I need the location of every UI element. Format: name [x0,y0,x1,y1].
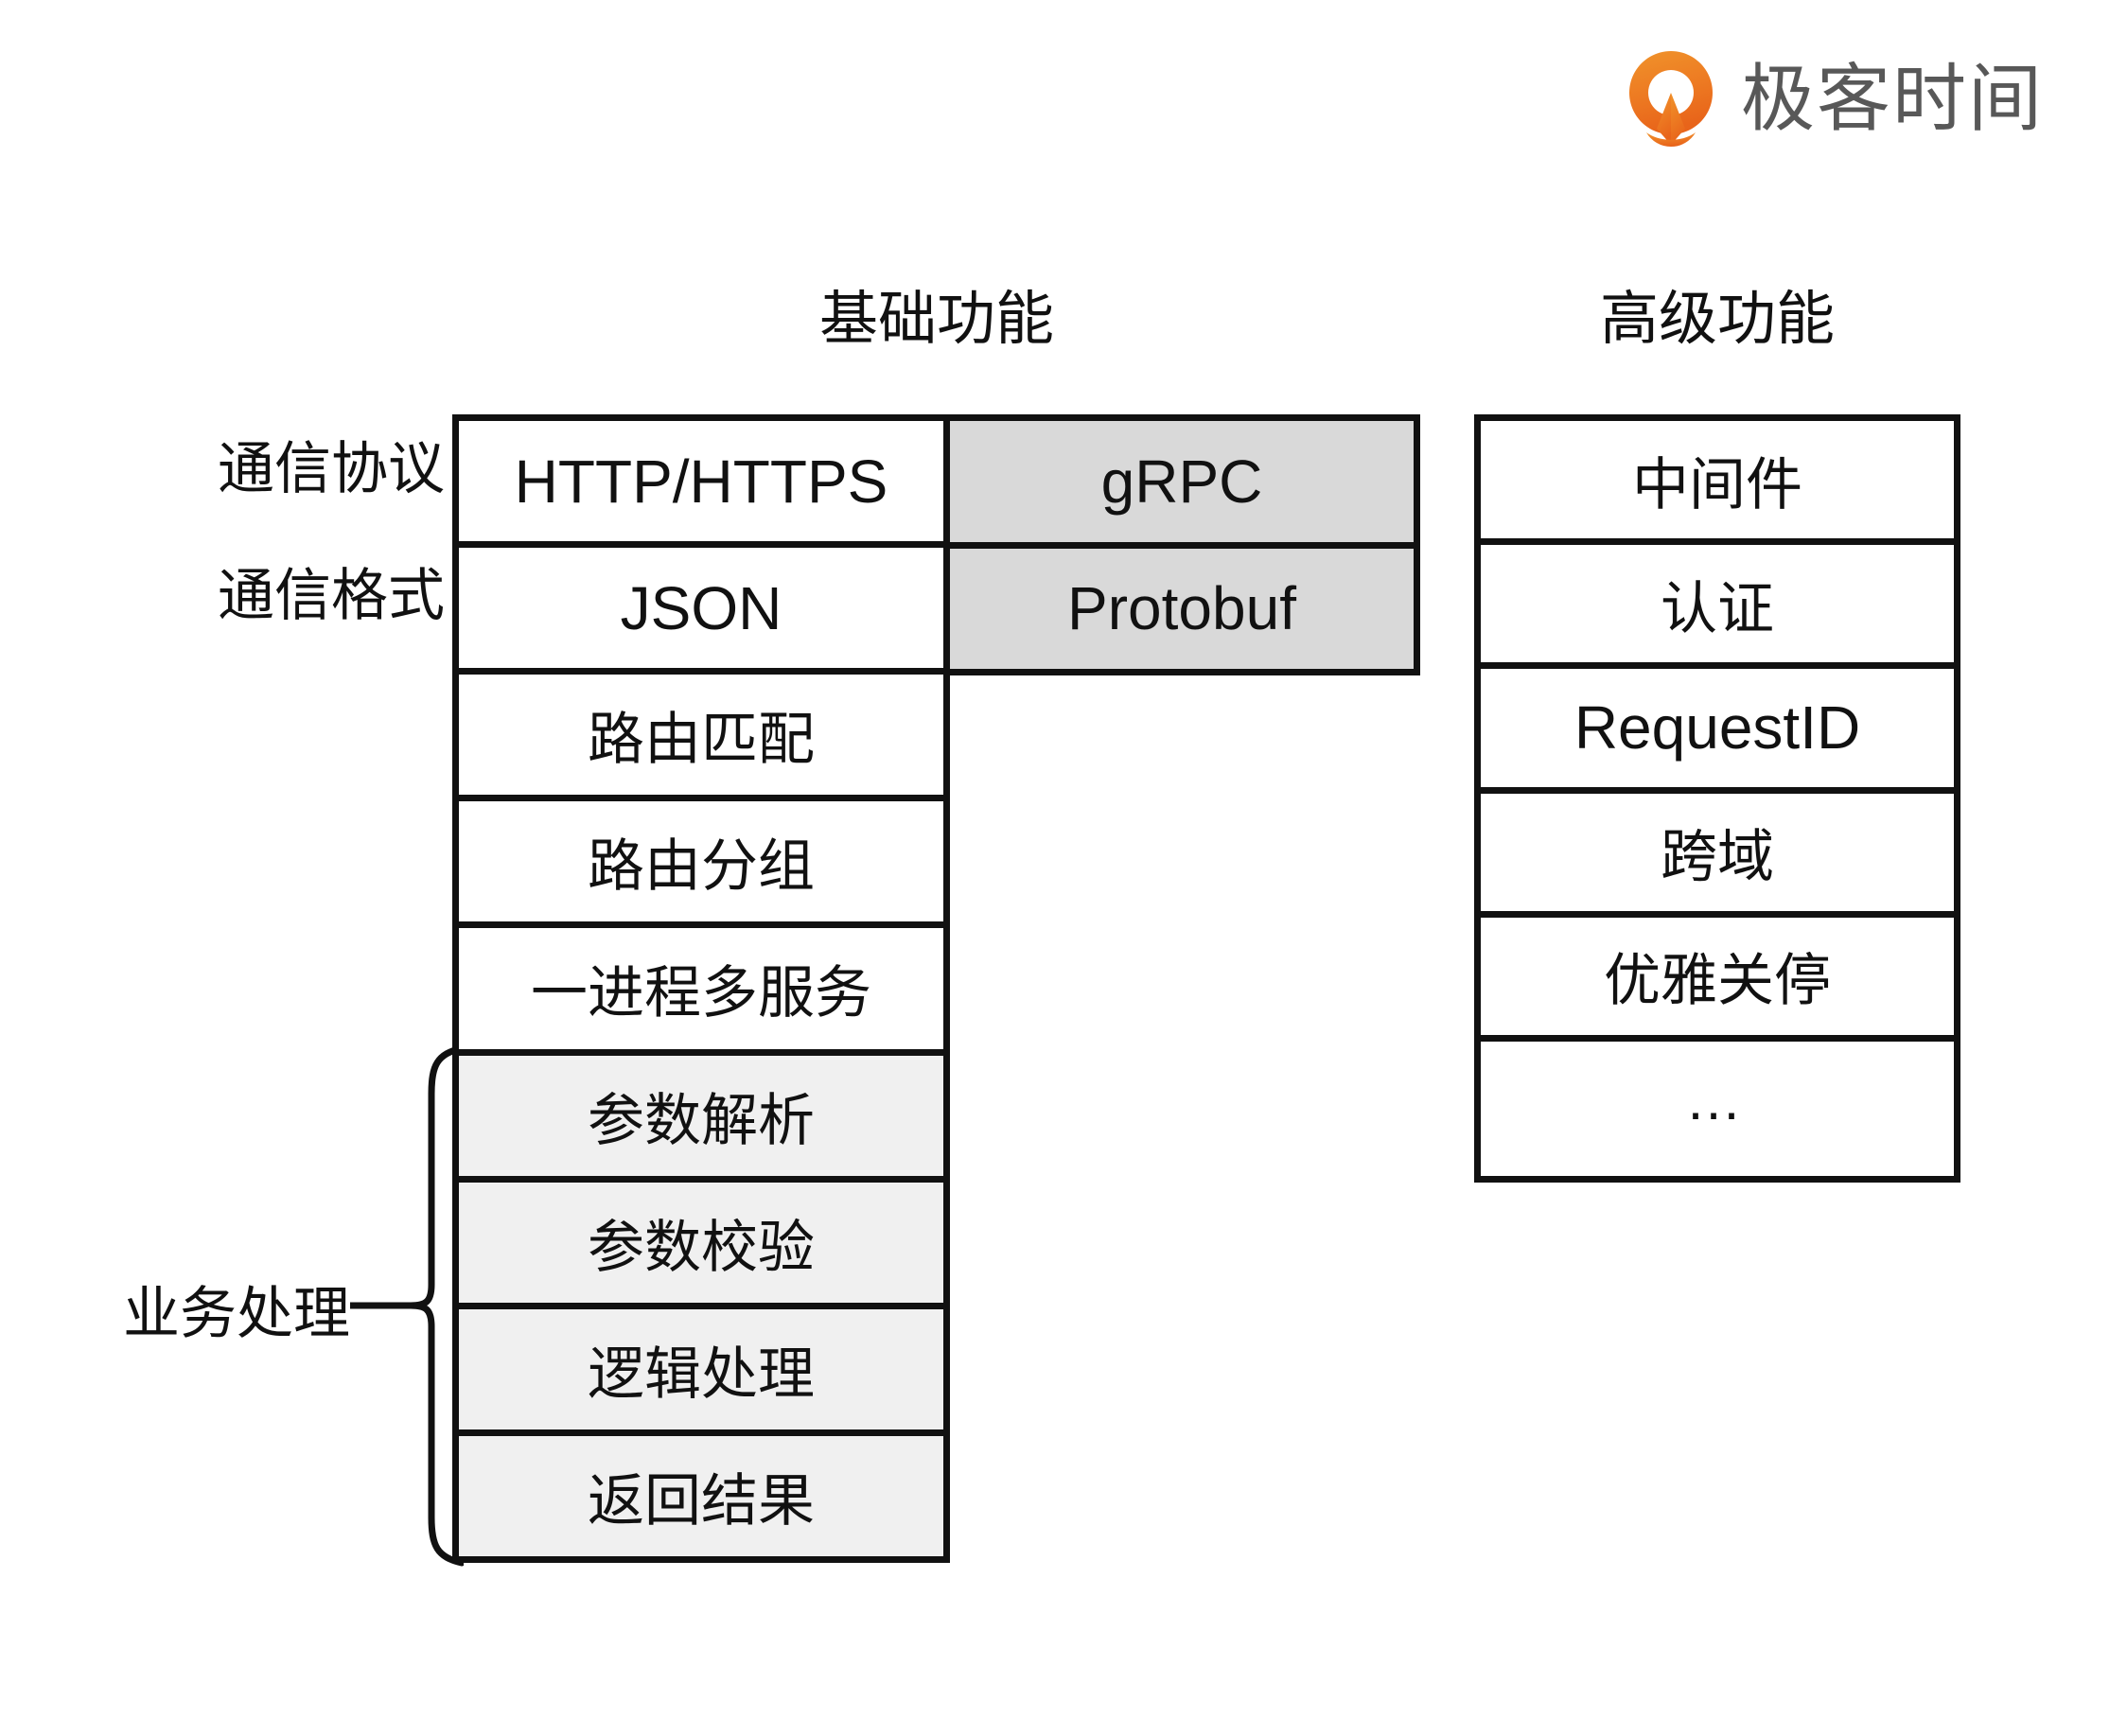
table-row: 路由分组 [459,801,943,929]
brand-logo: 极客时间 [1626,49,2044,148]
table-row: RequestID [1481,669,1954,794]
row-label-format: 通信格式 [218,564,445,627]
business-group-brace [350,1044,464,1567]
geektime-pin-icon [1628,51,1713,148]
row-label-protocol: 通信协议 [218,437,445,500]
table-row: 参数解析 [459,1055,943,1183]
brand-name: 极客时间 [1741,57,2045,140]
table-row: JSON [459,548,943,675]
table-row: 认证 [1481,545,1954,670]
table-advanced-functions: 中间件 认证 RequestID 跨域 优雅关停 … [1474,414,1960,1183]
table-row: 一进程多服务 [459,928,943,1056]
table-row: 跨域 [1481,793,1954,918]
row-label-business: 业务处理 [123,1282,350,1345]
table-row: 参数校验 [459,1182,943,1309]
table-basic-functions: HTTP/HTTPS JSON 路由匹配 路由分组 一进程多服务 参数解析 参数… [452,414,950,1563]
table-row: Protobuf [950,548,1414,669]
column-header-advanced: 高级功能 [1599,287,1835,352]
column-header-basic: 基础功能 [818,287,1054,352]
table-row: 优雅关停 [1481,917,1954,1042]
table-row: HTTP/HTTPS [459,421,943,549]
table-alternate-stack: gRPC Protobuf [943,414,1420,675]
table-row: gRPC [950,421,1414,549]
table-row: 返回结果 [459,1435,943,1556]
table-row: 逻辑处理 [459,1308,943,1436]
table-row: … [1481,1041,1954,1177]
table-row: 路由匹配 [459,675,943,802]
table-row: 中间件 [1481,421,1954,546]
